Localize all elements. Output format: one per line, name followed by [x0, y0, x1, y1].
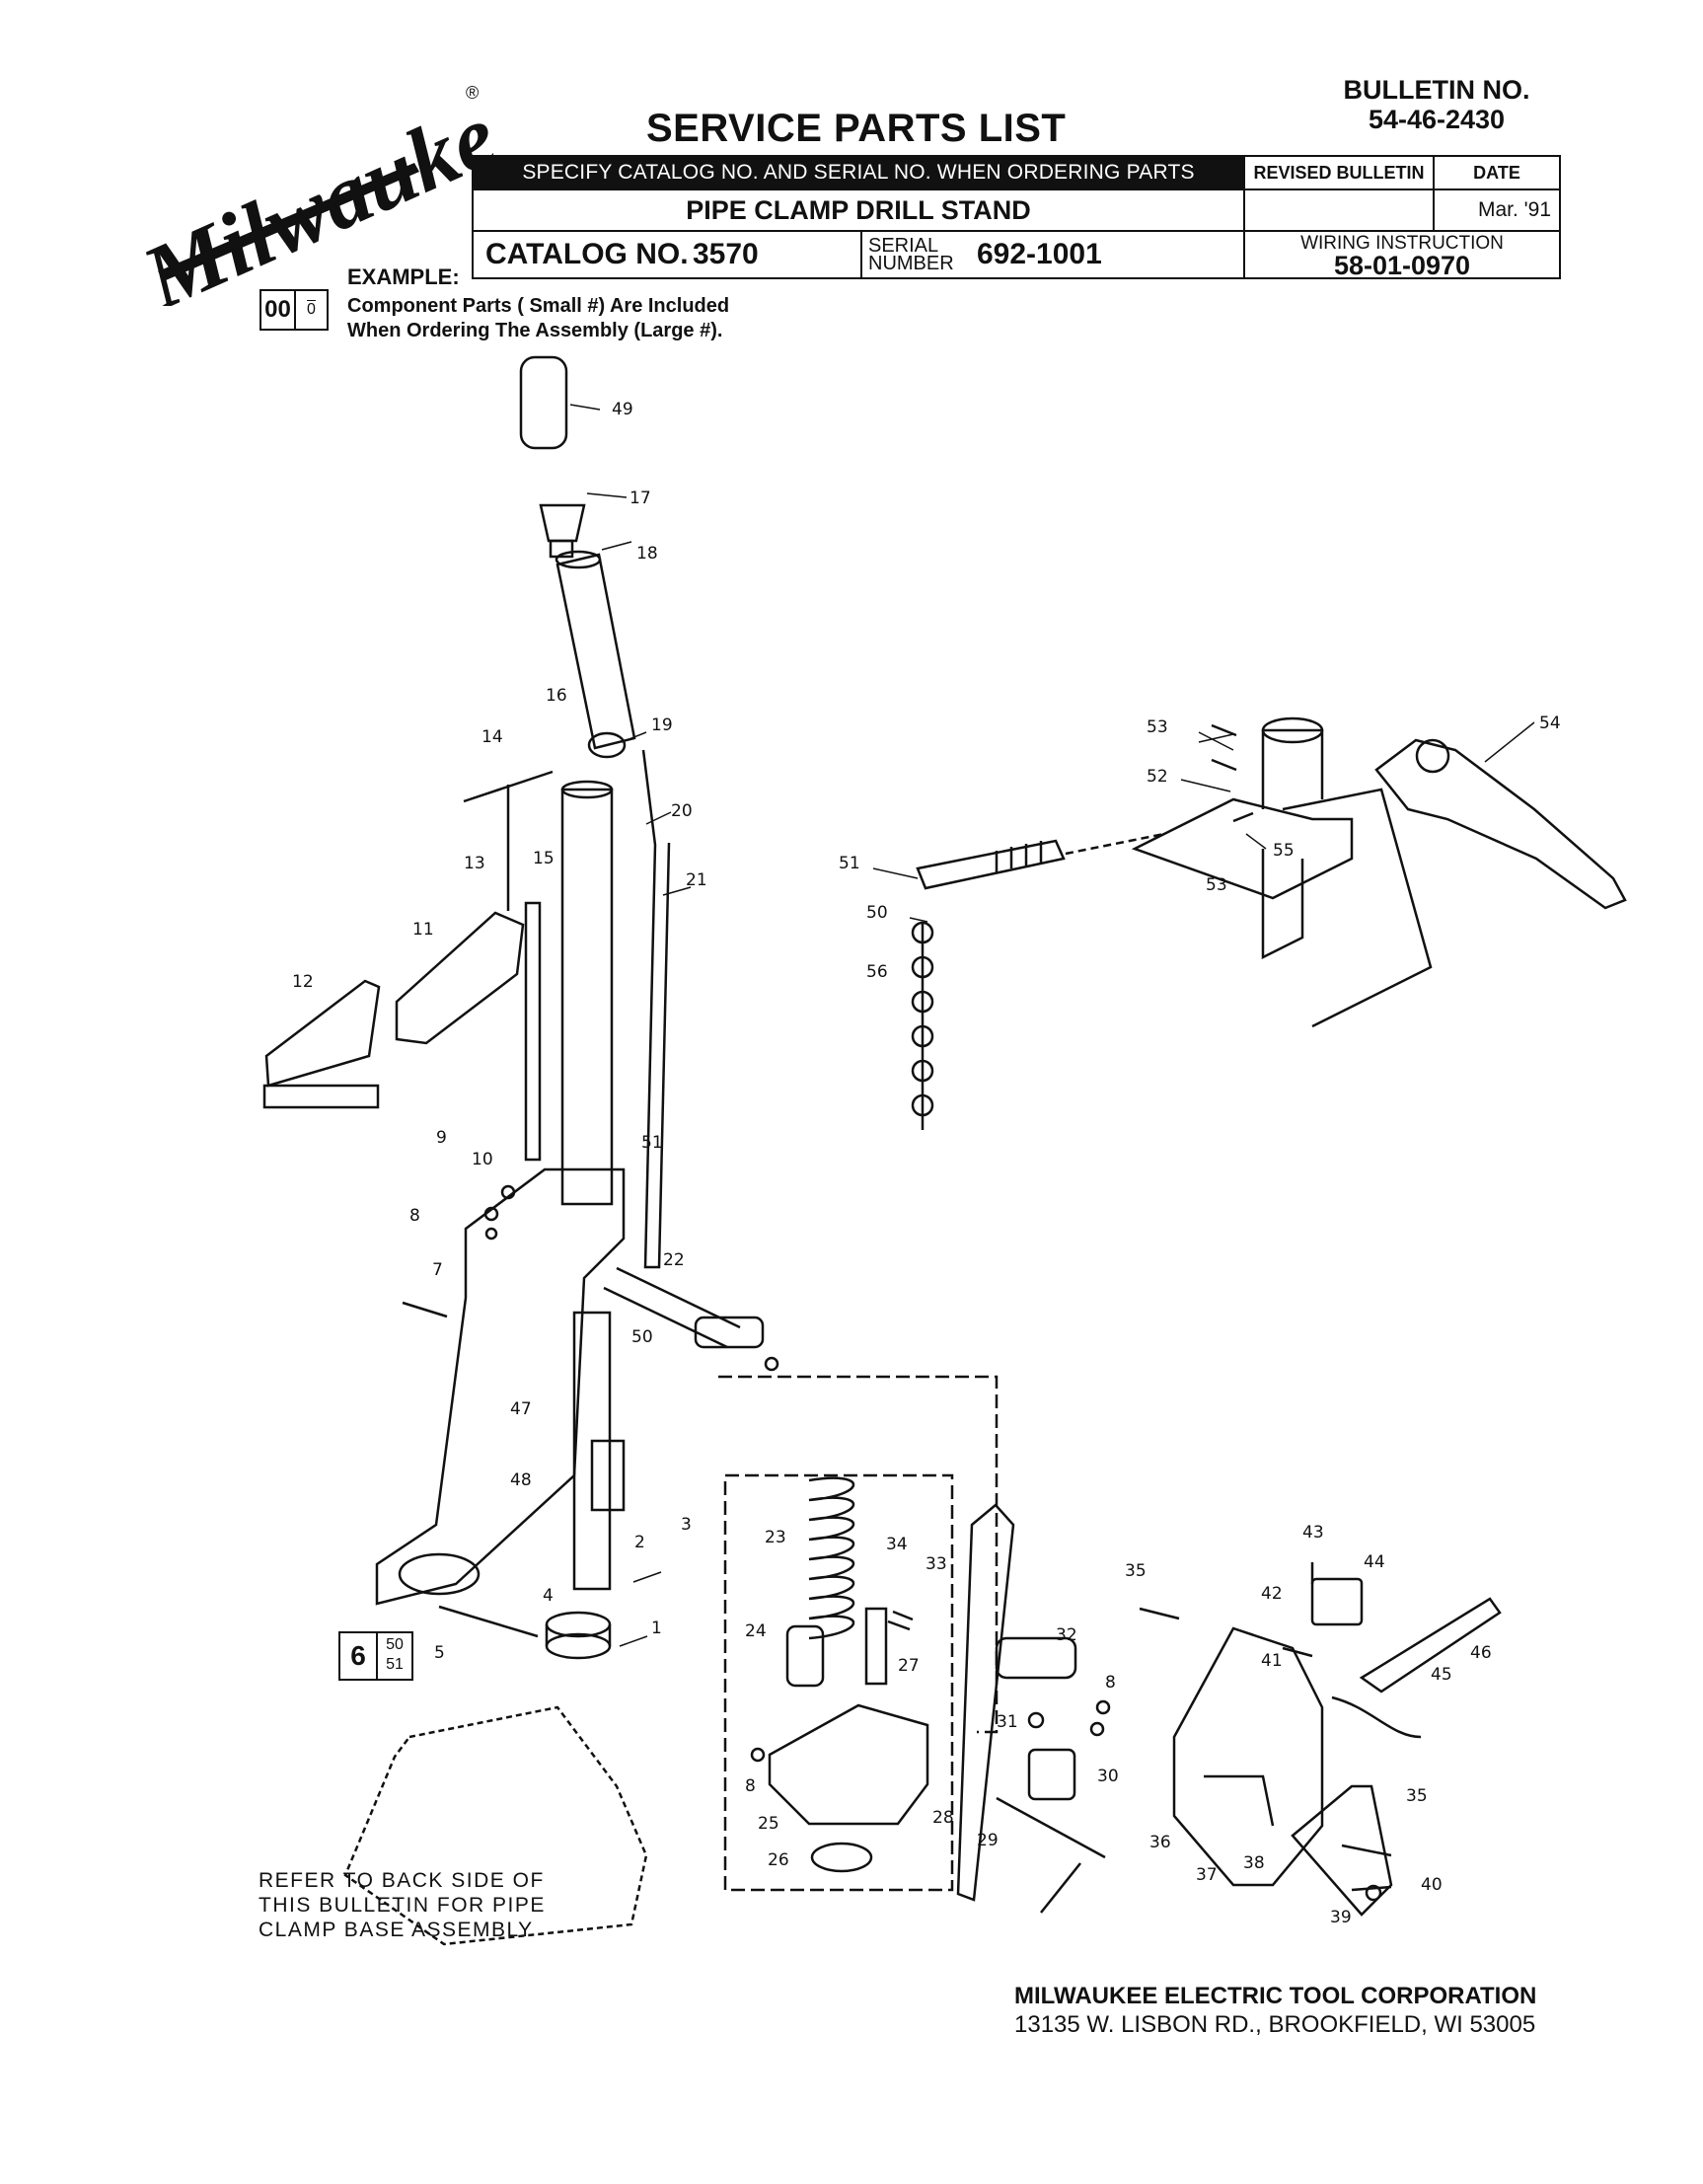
part-label: 8	[1105, 1673, 1116, 1693]
part-label: 25	[758, 1814, 779, 1834]
company-address: 13135 W. LISBON RD., BROOKFIELD, WI 5300…	[1014, 2011, 1536, 2038]
part-label: 35	[1406, 1786, 1428, 1806]
date-value: Mar. '91	[1433, 188, 1561, 232]
part-label: 17	[629, 489, 651, 508]
part-label: 10	[472, 1150, 493, 1169]
catalog-number: 3570	[693, 230, 862, 279]
date-label: DATE	[1433, 155, 1561, 190]
part-label: 47	[510, 1399, 532, 1419]
part-label: 24	[745, 1621, 767, 1641]
part-label: 45	[1431, 1665, 1452, 1685]
example-big-number: 00	[261, 291, 296, 329]
company-name: MILWAUKEE ELECTRIC TOOL CORPORATION	[1014, 1983, 1537, 2009]
part-label: 23	[765, 1528, 786, 1547]
part-label: 4	[543, 1586, 554, 1606]
serial-label: SERIAL NUMBER	[860, 230, 977, 279]
part-label: 20	[671, 801, 693, 821]
part-label: 50	[631, 1327, 653, 1347]
part-label: 51	[641, 1133, 663, 1153]
part-label: 36	[1149, 1833, 1171, 1852]
example-box: 00 0	[259, 289, 329, 331]
part-label: 29	[977, 1831, 999, 1850]
part-label: 54	[1539, 714, 1561, 733]
bulletin-block: BULLETIN NO. 54-46-2430	[1328, 75, 1545, 134]
part-label: 27	[898, 1656, 920, 1676]
registered-mark: ®	[466, 83, 479, 103]
part-label: 38	[1243, 1853, 1265, 1873]
part-label: 30	[1097, 1767, 1119, 1786]
assembly-number-box: 6 50 51	[338, 1631, 413, 1681]
part-label: 33	[926, 1554, 947, 1574]
part-label: 1	[651, 1619, 662, 1638]
part-number-labels: 49 17 18 16 19 14 20 21 13 15 11 12 51 9…	[292, 400, 1561, 1927]
part-label: 42	[1261, 1584, 1283, 1604]
part-label: 15	[533, 849, 555, 868]
part-label: 5	[434, 1643, 445, 1663]
part-label: 28	[932, 1808, 954, 1828]
part-label: 21	[686, 870, 707, 890]
serial-number: 692-1001	[977, 230, 1245, 279]
part-label: 8	[745, 1776, 756, 1796]
part-label: 34	[886, 1535, 908, 1554]
part-label: 26	[768, 1850, 789, 1870]
part-label: 55	[1273, 841, 1295, 861]
part-label: 3	[681, 1515, 692, 1535]
refer-note: REFER TO BACK SIDE OF THIS BULLETIN FOR …	[259, 1869, 546, 1941]
part-label: 18	[636, 544, 658, 564]
part-label: 48	[510, 1470, 532, 1490]
product-name: PIPE CLAMP DRILL STAND	[472, 188, 1245, 232]
part-label: 12	[292, 972, 314, 992]
header-table: SPECIFY CATALOG NO. AND SERIAL NO. WHEN …	[472, 155, 1561, 279]
part-label: 16	[546, 686, 567, 706]
part-label: 40	[1421, 1875, 1443, 1895]
specify-banner: SPECIFY CATALOG NO. AND SERIAL NO. WHEN …	[472, 155, 1245, 190]
part-label: 14	[481, 727, 503, 747]
part-label: 11	[412, 920, 434, 940]
part-label: 13	[464, 854, 485, 873]
bulletin-number: 54-46-2430	[1368, 105, 1506, 134]
part-label: 31	[997, 1712, 1018, 1732]
part-label: 19	[651, 715, 673, 735]
part-label: 53	[1206, 875, 1227, 895]
part-label: 9	[436, 1128, 447, 1148]
part-label: 37	[1196, 1865, 1218, 1885]
part-label: 22	[663, 1250, 685, 1270]
revised-bulletin-value	[1243, 188, 1435, 232]
part-label: 32	[1056, 1625, 1077, 1645]
part-label: 35	[1125, 1561, 1147, 1581]
example-label: EXAMPLE:	[347, 264, 460, 289]
milwaukee-logo: Milwaukee ®	[127, 69, 493, 306]
revised-bulletin-label: REVISED BULLETIN	[1243, 155, 1435, 190]
part-label: 7	[432, 1260, 443, 1280]
wiring-instruction: WIRING INSTRUCTION 58-01-0970	[1243, 230, 1561, 279]
part-label: 41	[1261, 1651, 1283, 1671]
part-label: 43	[1302, 1523, 1324, 1543]
assembly-big-number: 6	[340, 1633, 378, 1679]
catalog-label: CATALOG NO.	[472, 230, 693, 279]
bulletin-label: BULLETIN NO.	[1343, 75, 1530, 105]
part-label: 56	[866, 962, 888, 982]
part-label: 50	[866, 903, 888, 923]
part-label: 53	[1147, 717, 1168, 737]
part-label: 46	[1470, 1643, 1492, 1663]
example-note: Component Parts ( Small #) Are Included …	[347, 295, 730, 341]
assembly-small-numbers: 50 51	[386, 1636, 404, 1673]
part-label: 49	[612, 400, 633, 419]
page-title: SERVICE PARTS LIST	[646, 107, 1067, 150]
part-label: 39	[1330, 1908, 1352, 1927]
part-label: 51	[839, 854, 860, 873]
example-small-number: 0	[307, 301, 316, 318]
part-label: 8	[409, 1206, 420, 1226]
part-label: 44	[1364, 1552, 1385, 1572]
part-label: 52	[1147, 767, 1168, 787]
part-label: 2	[634, 1533, 645, 1552]
